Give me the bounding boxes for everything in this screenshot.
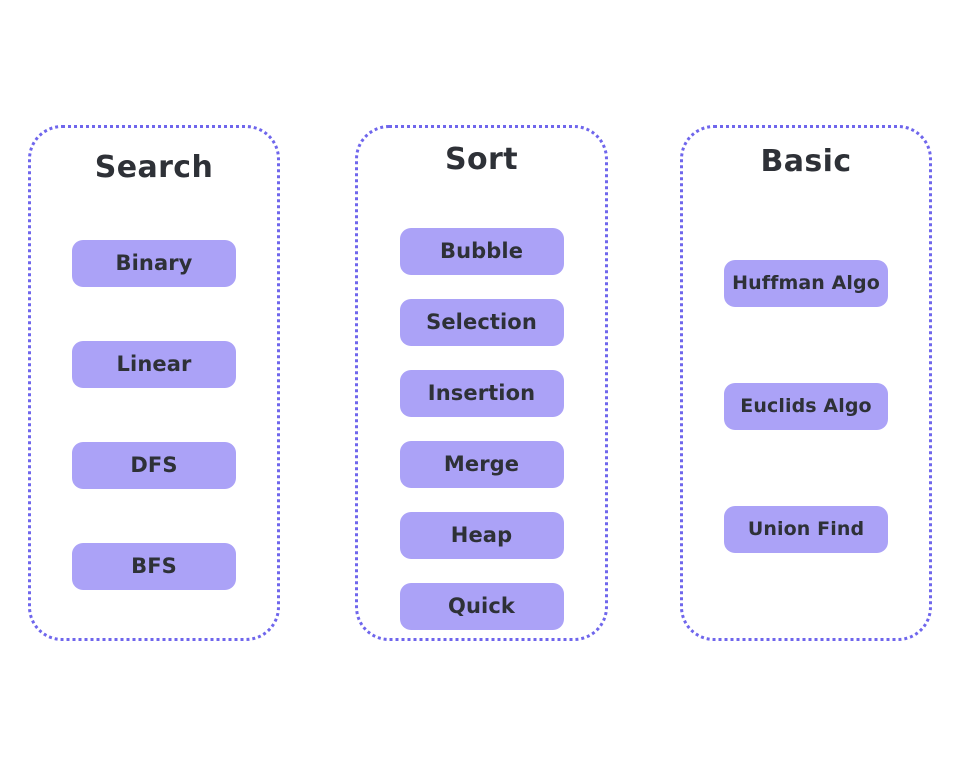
category-card-sort: Sort Bubble Selection Insertion Merge He…: [355, 125, 608, 641]
algorithm-list-search: Binary Linear DFS BFS: [31, 239, 277, 590]
algorithm-button-selection[interactable]: Selection: [399, 298, 564, 346]
algorithm-button-merge[interactable]: Merge: [399, 440, 564, 488]
category-title-sort: Sort: [445, 142, 518, 177]
algorithm-button-insertion[interactable]: Insertion: [399, 369, 564, 417]
category-card-search: Search Binary Linear DFS BFS: [28, 125, 280, 641]
algorithm-button-euclids-algo[interactable]: Euclids Algo: [724, 382, 888, 430]
algorithm-button-huffman-algo[interactable]: Huffman Algo: [724, 259, 888, 307]
algorithm-button-heap[interactable]: Heap: [399, 511, 564, 559]
algorithm-button-binary[interactable]: Binary: [72, 239, 236, 287]
algorithm-list-basic: Huffman Algo Euclids Algo Union Find: [683, 259, 929, 553]
category-card-basic: Basic Huffman Algo Euclids Algo Union Fi…: [680, 125, 932, 641]
category-title-search: Search: [94, 150, 214, 185]
category-title-basic: Basic: [760, 144, 852, 179]
algorithm-button-dfs[interactable]: DFS: [72, 441, 236, 489]
algorithm-button-bfs[interactable]: BFS: [72, 542, 236, 590]
algorithm-button-linear[interactable]: Linear: [72, 340, 236, 388]
algorithm-button-union-find[interactable]: Union Find: [724, 505, 888, 553]
algorithm-button-bubble[interactable]: Bubble: [399, 227, 564, 275]
algorithm-button-quick[interactable]: Quick: [399, 582, 564, 630]
algorithm-list-sort: Bubble Selection Insertion Merge Heap Qu…: [358, 227, 605, 630]
